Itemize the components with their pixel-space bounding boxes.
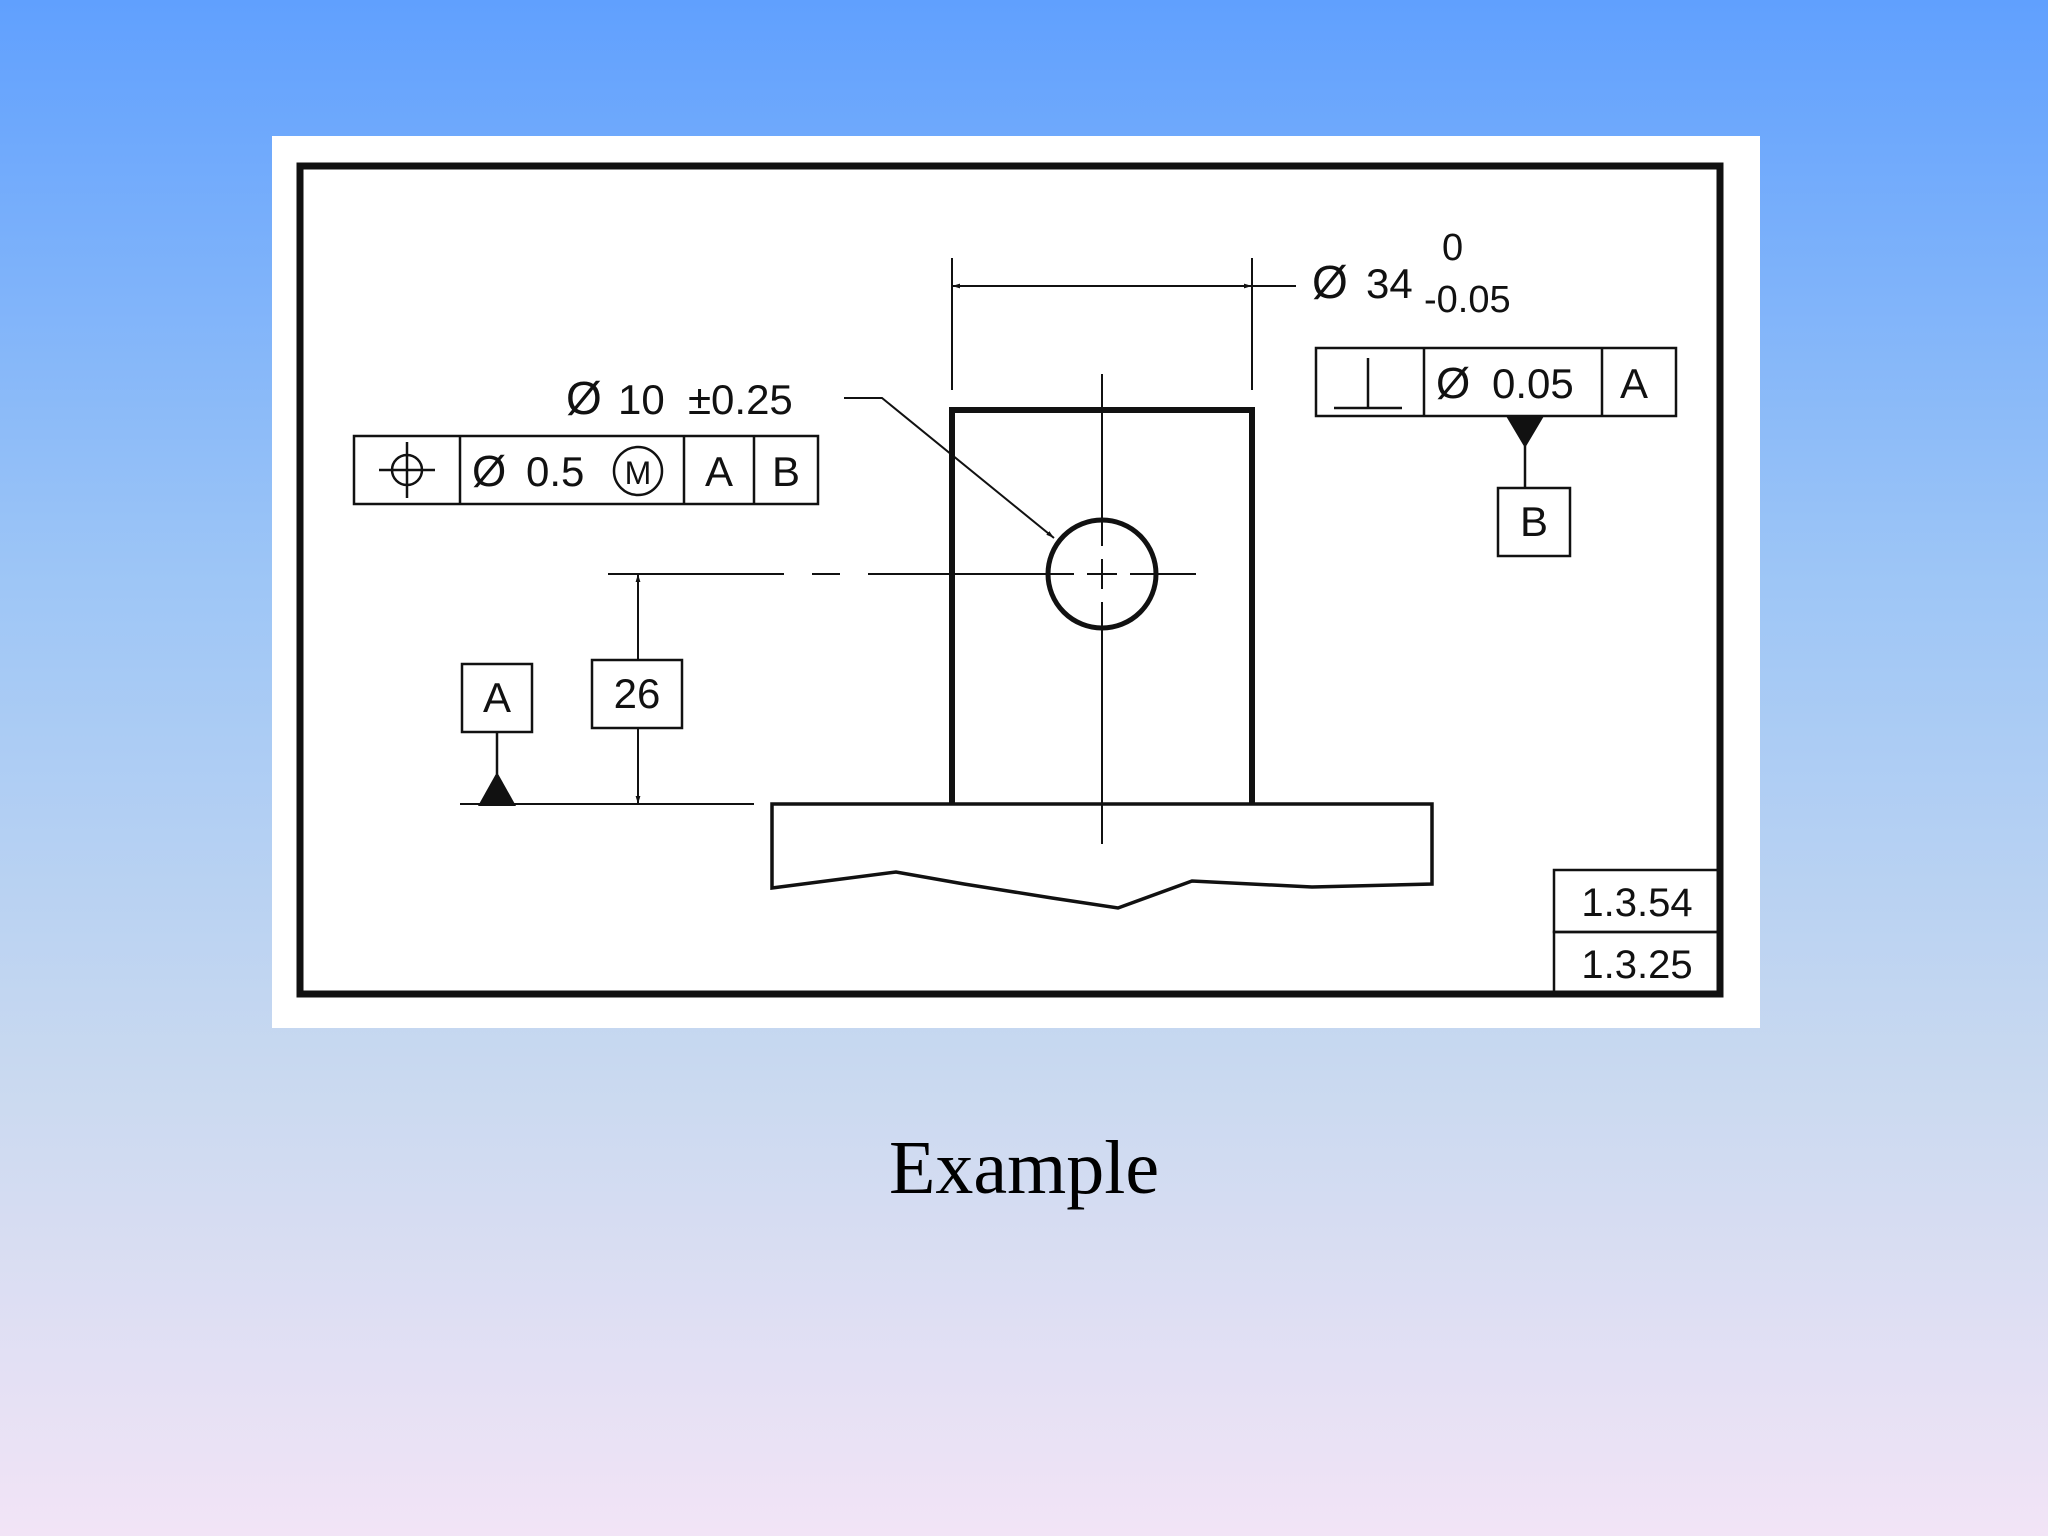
shaft-upper-deviation: 0 — [1442, 227, 1463, 269]
mmc-modifier: M — [625, 455, 652, 491]
base-plate — [770, 802, 1434, 910]
perpendicularity-diameter-symbol: Ø — [1436, 359, 1470, 408]
mmc-modifier-circle — [612, 445, 664, 497]
datum-b-box — [1496, 486, 1572, 558]
perpendicularity-datum: A — [1620, 360, 1648, 407]
technical-drawing: Ø 34 0 -0.05 Ø 0.05 A B Ø 10 ±0.25 — [296, 162, 1724, 998]
reference-code: 1.3.25 — [1581, 943, 1692, 987]
position-datum-primary: A — [705, 448, 733, 495]
datum-b-triangle — [1506, 416, 1544, 448]
hole-diameter-symbol: Ø — [566, 372, 602, 424]
height-dimension-value: 26 — [614, 670, 661, 717]
perpendicularity-frame — [1314, 346, 1678, 418]
height-dimension-box — [590, 658, 684, 730]
datum-b-label: B — [1520, 498, 1548, 545]
perpendicularity-tolerance: 0.05 — [1492, 360, 1574, 407]
shaft-lower-deviation: -0.05 — [1424, 279, 1511, 321]
position-datum-secondary: B — [772, 448, 800, 495]
drawing-panel: Ø 34 0 -0.05 Ø 0.05 A B Ø 10 ±0.25 — [272, 136, 1760, 1028]
position-frame — [352, 434, 820, 506]
slide-caption: Example — [888, 1126, 1160, 1210]
shaft-size: 34 — [1366, 260, 1413, 307]
datum-a-label: A — [483, 674, 511, 721]
hole-tolerance: ±0.25 — [688, 376, 793, 423]
hole-size: 10 — [618, 376, 665, 423]
hole-leader — [844, 397, 1055, 539]
shaft-diameter-symbol: Ø — [1312, 256, 1348, 308]
drawing-border — [296, 162, 1724, 998]
reference-box — [1552, 930, 1722, 996]
position-diameter-symbol: Ø — [472, 447, 506, 496]
position-tolerance: 0.5 — [526, 448, 584, 495]
position-icon — [379, 442, 435, 498]
reference-code: 1.3.54 — [1581, 881, 1692, 925]
datum-a-triangle — [478, 772, 516, 806]
perpendicularity-icon — [1334, 358, 1402, 410]
